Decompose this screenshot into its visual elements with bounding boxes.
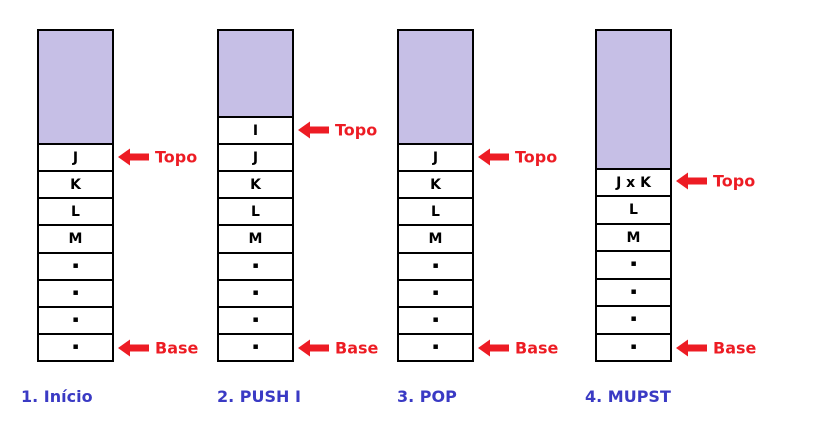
stack-cell: ▪ bbox=[219, 332, 292, 360]
stack-cell: ▪ bbox=[399, 251, 472, 279]
topo-label: Topo bbox=[713, 171, 756, 190]
stack-cell: ▪ bbox=[219, 278, 292, 306]
topo-pointer-2: Topo bbox=[298, 120, 378, 139]
stack-pop: J K L M ▪ ▪ ▪ ▪ bbox=[397, 29, 474, 362]
stack-cell: ▪ bbox=[597, 277, 670, 306]
stack-cell: L bbox=[39, 197, 112, 225]
topo-label: Topo bbox=[335, 120, 378, 139]
base-pointer-2: Base bbox=[298, 338, 379, 357]
stack-free-space bbox=[399, 31, 472, 143]
stack-free-space bbox=[219, 31, 292, 116]
stack-cell: ▪ bbox=[597, 332, 670, 360]
left-arrow-icon bbox=[478, 148, 509, 166]
stack-cell: K bbox=[39, 170, 112, 198]
base-label: Base bbox=[335, 338, 379, 357]
left-arrow-icon bbox=[676, 172, 707, 190]
stack-cell: M bbox=[39, 224, 112, 252]
base-label: Base bbox=[515, 338, 559, 357]
stack-push-i: I J K L M ▪ ▪ ▪ ▪ bbox=[217, 29, 294, 362]
stack-cell: ▪ bbox=[39, 251, 112, 279]
stack-cell: I bbox=[219, 116, 292, 144]
base-pointer-4: Base bbox=[676, 338, 757, 357]
stack-free-space bbox=[39, 31, 112, 143]
topo-label: Topo bbox=[515, 147, 558, 166]
stack-cell: ▪ bbox=[219, 305, 292, 333]
base-label: Base bbox=[155, 338, 199, 357]
left-arrow-icon bbox=[118, 339, 149, 357]
stack-free-space bbox=[597, 31, 670, 168]
stack-mupst: J x K L M ▪ ▪ ▪ ▪ bbox=[595, 29, 672, 362]
base-pointer-1: Base bbox=[118, 338, 199, 357]
stack-cell: ▪ bbox=[597, 305, 670, 333]
stack-cell: J bbox=[219, 143, 292, 171]
stack-cell: L bbox=[399, 197, 472, 225]
stack-cell: ▪ bbox=[219, 251, 292, 279]
stack-cell: M bbox=[399, 224, 472, 252]
left-arrow-icon bbox=[118, 148, 149, 166]
stack-cell: K bbox=[399, 170, 472, 198]
stack-cell: J bbox=[399, 143, 472, 171]
caption-push-i: 2. PUSH I bbox=[217, 387, 301, 406]
stack-cell: ▪ bbox=[399, 332, 472, 360]
left-arrow-icon bbox=[478, 339, 509, 357]
caption-pop: 3. POP bbox=[397, 387, 457, 406]
topo-label: Topo bbox=[155, 147, 198, 166]
stack-cell: K bbox=[219, 170, 292, 198]
stack-cell: ▪ bbox=[39, 278, 112, 306]
stack-cell: M bbox=[219, 224, 292, 252]
left-arrow-icon bbox=[298, 339, 329, 357]
left-arrow-icon bbox=[298, 121, 329, 139]
left-arrow-icon bbox=[676, 339, 707, 357]
base-pointer-3: Base bbox=[478, 338, 559, 357]
stack-cell: ▪ bbox=[399, 278, 472, 306]
stack-cell: J x K bbox=[597, 168, 670, 196]
topo-pointer-3: Topo bbox=[478, 147, 558, 166]
stack-inicio: J K L M ▪ ▪ ▪ ▪ bbox=[37, 29, 114, 362]
stack-cell: L bbox=[597, 195, 670, 223]
stack-cell: ▪ bbox=[39, 305, 112, 333]
caption-mupst: 4. MUPST bbox=[585, 387, 671, 406]
stack-cell: ▪ bbox=[399, 305, 472, 333]
topo-pointer-4: Topo bbox=[676, 171, 756, 190]
stack-cell: ▪ bbox=[39, 332, 112, 360]
stack-cell: L bbox=[219, 197, 292, 225]
topo-pointer-1: Topo bbox=[118, 147, 198, 166]
stack-cell: J bbox=[39, 143, 112, 171]
stack-cell: ▪ bbox=[597, 250, 670, 278]
caption-inicio: 1. Início bbox=[21, 387, 93, 406]
stack-cell: M bbox=[597, 222, 670, 251]
base-label: Base bbox=[713, 338, 757, 357]
